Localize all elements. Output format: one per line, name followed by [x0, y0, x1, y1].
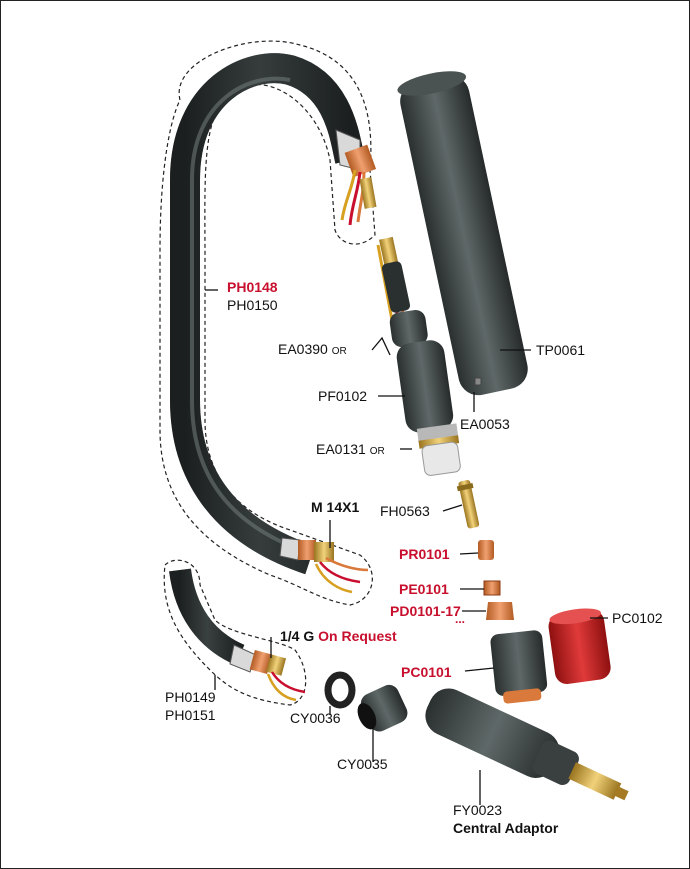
copper-part-pr [478, 540, 494, 560]
grub-screw [474, 377, 482, 386]
ea0131-code: EA0131 [316, 441, 366, 457]
central-adaptor [425, 688, 629, 801]
hose-bottom-end [279, 537, 369, 594]
hose-assembly-outline [159, 40, 376, 606]
handle-cable-tails [376, 236, 411, 321]
thread-spec-label: M 14X1 [311, 499, 360, 515]
part-label-ph0149: PH0149 [165, 689, 216, 705]
part-label-fh0563: FH0563 [380, 503, 430, 519]
on-request-text: On Request [318, 628, 397, 644]
part-label-pd0101-17: PD0101-17 [390, 603, 461, 619]
part-label-cy0035: CY0035 [337, 756, 388, 772]
part-label-pc0101: PC0101 [401, 664, 452, 680]
black-nozzle [490, 630, 548, 704]
ea0131-or: OR [369, 446, 385, 457]
small-hose-end [229, 644, 306, 702]
part-label-ea0390: EA0390 OR [278, 341, 347, 360]
torch-tube [397, 71, 528, 396]
part-label-pf0102: PF0102 [318, 388, 368, 404]
thread-quarter-g-label: 1/4 G On Request [280, 628, 397, 644]
ea0390-code: EA0390 [278, 341, 328, 357]
part-label-ea0131: EA0131 OR [316, 441, 385, 460]
red-nozzle [548, 608, 611, 685]
brass-holder [456, 480, 480, 529]
hose-top-end [335, 129, 377, 226]
part-label-ea0053: EA0053 [460, 416, 510, 432]
part-label-cy0036: CY0036 [290, 710, 341, 726]
part-label-pr0101: PR0101 [399, 546, 450, 562]
part-label-fy0023: FY0023 [453, 802, 503, 818]
part-label-tp0061: TP0061 [536, 342, 586, 358]
pd0101-dots: ... [455, 612, 466, 626]
copper-part-pd [486, 602, 514, 620]
part-label-pe0101: PE0101 [399, 581, 449, 597]
nut-cy0035 [357, 684, 408, 732]
part-label-ph0151: PH0151 [165, 707, 216, 723]
handle-body [389, 310, 461, 476]
part-label-ph0148: PH0148 [227, 279, 278, 295]
part-label-pc0102: PC0102 [612, 610, 663, 626]
quarter-g-text: 1/4 G [280, 628, 315, 644]
small-hose-outline [163, 559, 307, 706]
ring-cy0036 [324, 671, 356, 709]
part-label-ph0150: PH0150 [227, 297, 278, 313]
ea0390-or: OR [331, 346, 347, 357]
copper-part-pe [483, 580, 501, 596]
central-adaptor-label: Central Adaptor [453, 820, 559, 836]
leader-lines [205, 289, 608, 805]
